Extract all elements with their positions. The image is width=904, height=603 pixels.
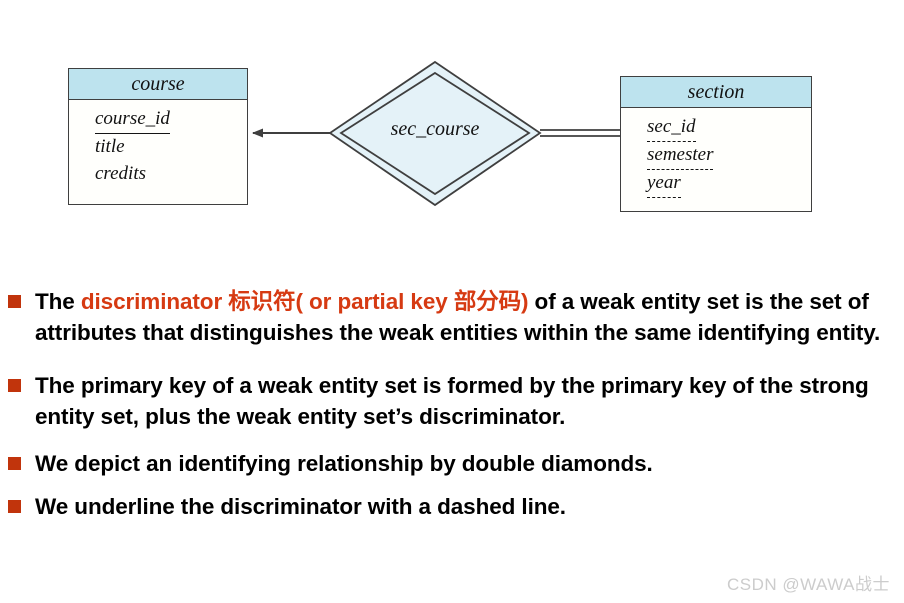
bullet-item-double-diamonds: We depict an identifying relationship by… <box>0 448 904 479</box>
course-entity-title: course <box>68 68 248 100</box>
bullet-square-icon <box>8 295 21 308</box>
er-diagram: sec_course course course_id title credit… <box>0 0 904 250</box>
bullet-item-dashed-line: We underline the discriminator with a da… <box>0 491 904 522</box>
attribute-year: year <box>647 170 811 198</box>
attribute-title: title <box>95 136 125 157</box>
bullet-square-icon <box>8 500 21 513</box>
section-entity-attributes: sec_id semester year <box>620 108 812 212</box>
attribute-course-id: course_id <box>95 106 247 134</box>
attribute-credits: credits <box>95 163 147 184</box>
section-entity: section sec_id semester year <box>620 76 812 212</box>
section-entity-title: section <box>620 76 812 108</box>
attribute-sec-id: sec_id <box>647 114 811 142</box>
bullet-item-discriminator: The discriminator 标识符( or partial key 部分… <box>0 286 904 348</box>
bullet-text: We underline the discriminator with a da… <box>35 494 566 519</box>
course-entity-attributes: course_id title credits <box>68 100 248 205</box>
bullet-square-icon <box>8 457 21 470</box>
bullet-text: The discriminator 标识符( or partial key 部分… <box>35 289 881 345</box>
bullet-list: The discriminator 标识符( or partial key 部分… <box>0 286 904 534</box>
bullet-text: The primary key of a weak entity set is … <box>35 373 869 429</box>
relationship-diamond-inner <box>339 71 531 196</box>
course-entity: course course_id title credits <box>68 68 248 205</box>
relationship-label: sec_course <box>390 118 480 140</box>
bullet-item-primary-key: The primary key of a weak entity set is … <box>0 370 904 432</box>
attribute-semester: semester <box>647 142 811 170</box>
watermark: CSDN @WAWA战士 <box>726 575 890 594</box>
bullet-square-icon <box>8 379 21 392</box>
bullet-text: We depict an identifying relationship by… <box>35 451 653 476</box>
er-diagram-connectors <box>252 60 620 207</box>
